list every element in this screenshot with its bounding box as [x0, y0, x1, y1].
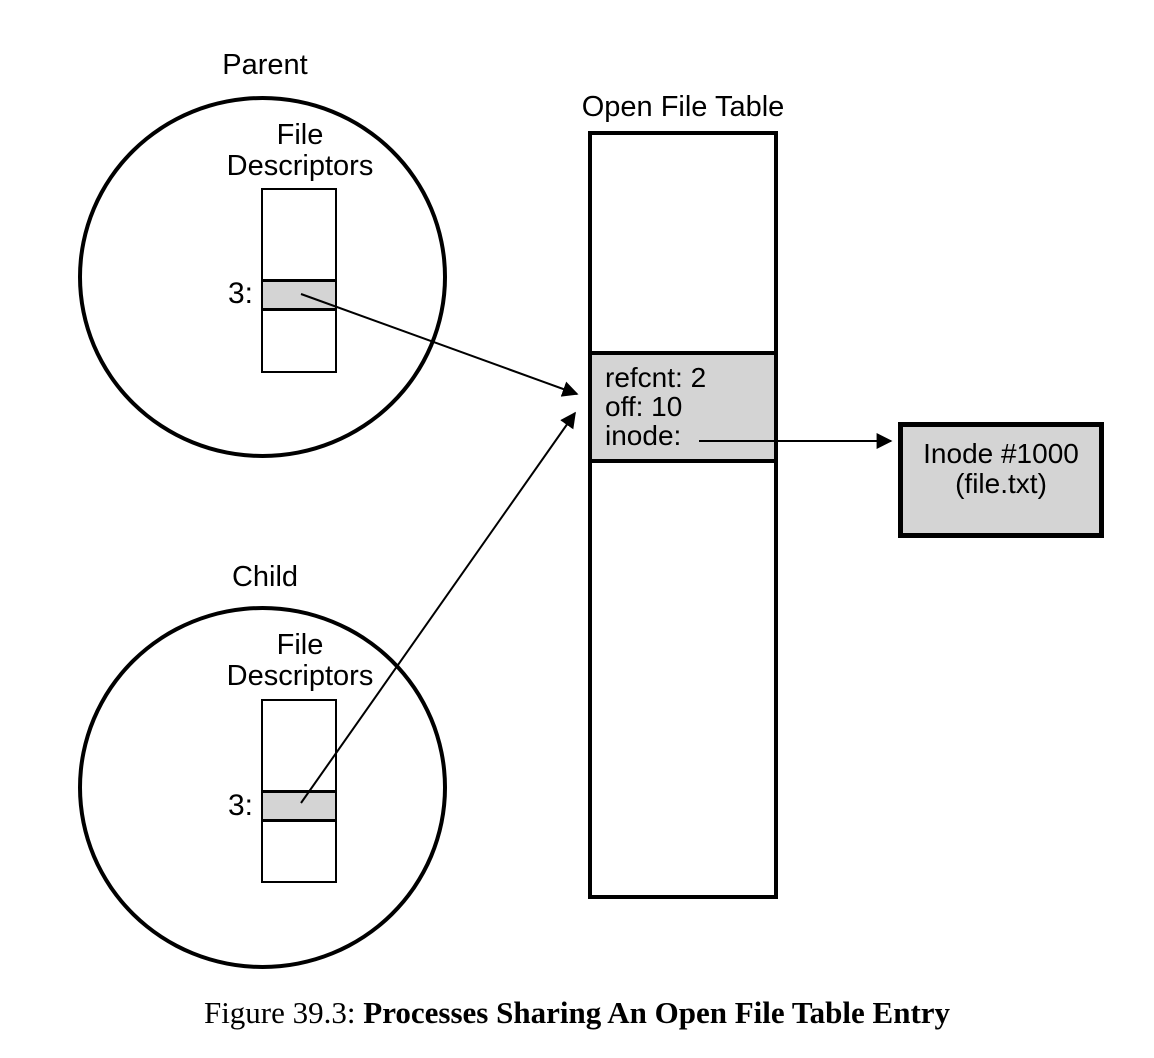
- parent-fd-caption: File Descriptors: [210, 120, 390, 182]
- parent-fd-table: [261, 188, 337, 373]
- child-fd-caption-line2: Descriptors: [226, 660, 374, 692]
- parent-process-circle: [78, 96, 447, 458]
- figure-caption-title: Processes Sharing An Open File Table Ent…: [363, 995, 951, 1030]
- entry-refcnt: refcnt: 2: [605, 362, 707, 393]
- child-fd-caption: File Descriptors: [210, 630, 390, 692]
- child-fd-caption-line1: File: [276, 629, 324, 661]
- open-file-table-title: Open File Table: [581, 91, 785, 123]
- child-fd-cell-empty-top: [263, 701, 335, 790]
- parent-fd-cell-3: [263, 279, 335, 311]
- parent-fd-index-label: 3:: [227, 277, 253, 310]
- child-fd-index-label: 3:: [227, 789, 253, 822]
- entry-off: off: 10: [605, 391, 683, 422]
- open-file-table-entry: refcnt: 2 off: 10 inode:: [588, 351, 778, 463]
- child-fd-table: [261, 699, 337, 883]
- figure-caption: Figure 39.3: Processes Sharing An Open F…: [0, 995, 1154, 1031]
- parent-fd-cell-empty-top: [263, 190, 335, 279]
- inode-box-line1: Inode #1000: [923, 438, 1079, 469]
- child-fd-cell-3: [263, 790, 335, 822]
- inode-box: Inode #1000 (file.txt): [898, 422, 1104, 538]
- figure-number: Figure 39.3:: [203, 995, 356, 1030]
- entry-inode: inode:: [605, 420, 682, 451]
- open-file-table: [588, 131, 778, 899]
- inode-box-line2: (file.txt): [955, 468, 1047, 499]
- parent-fd-caption-line1: File: [276, 119, 324, 151]
- child-process-title: Child: [231, 561, 299, 593]
- parent-process-title: Parent: [222, 49, 308, 81]
- parent-fd-caption-line2: Descriptors: [226, 150, 374, 182]
